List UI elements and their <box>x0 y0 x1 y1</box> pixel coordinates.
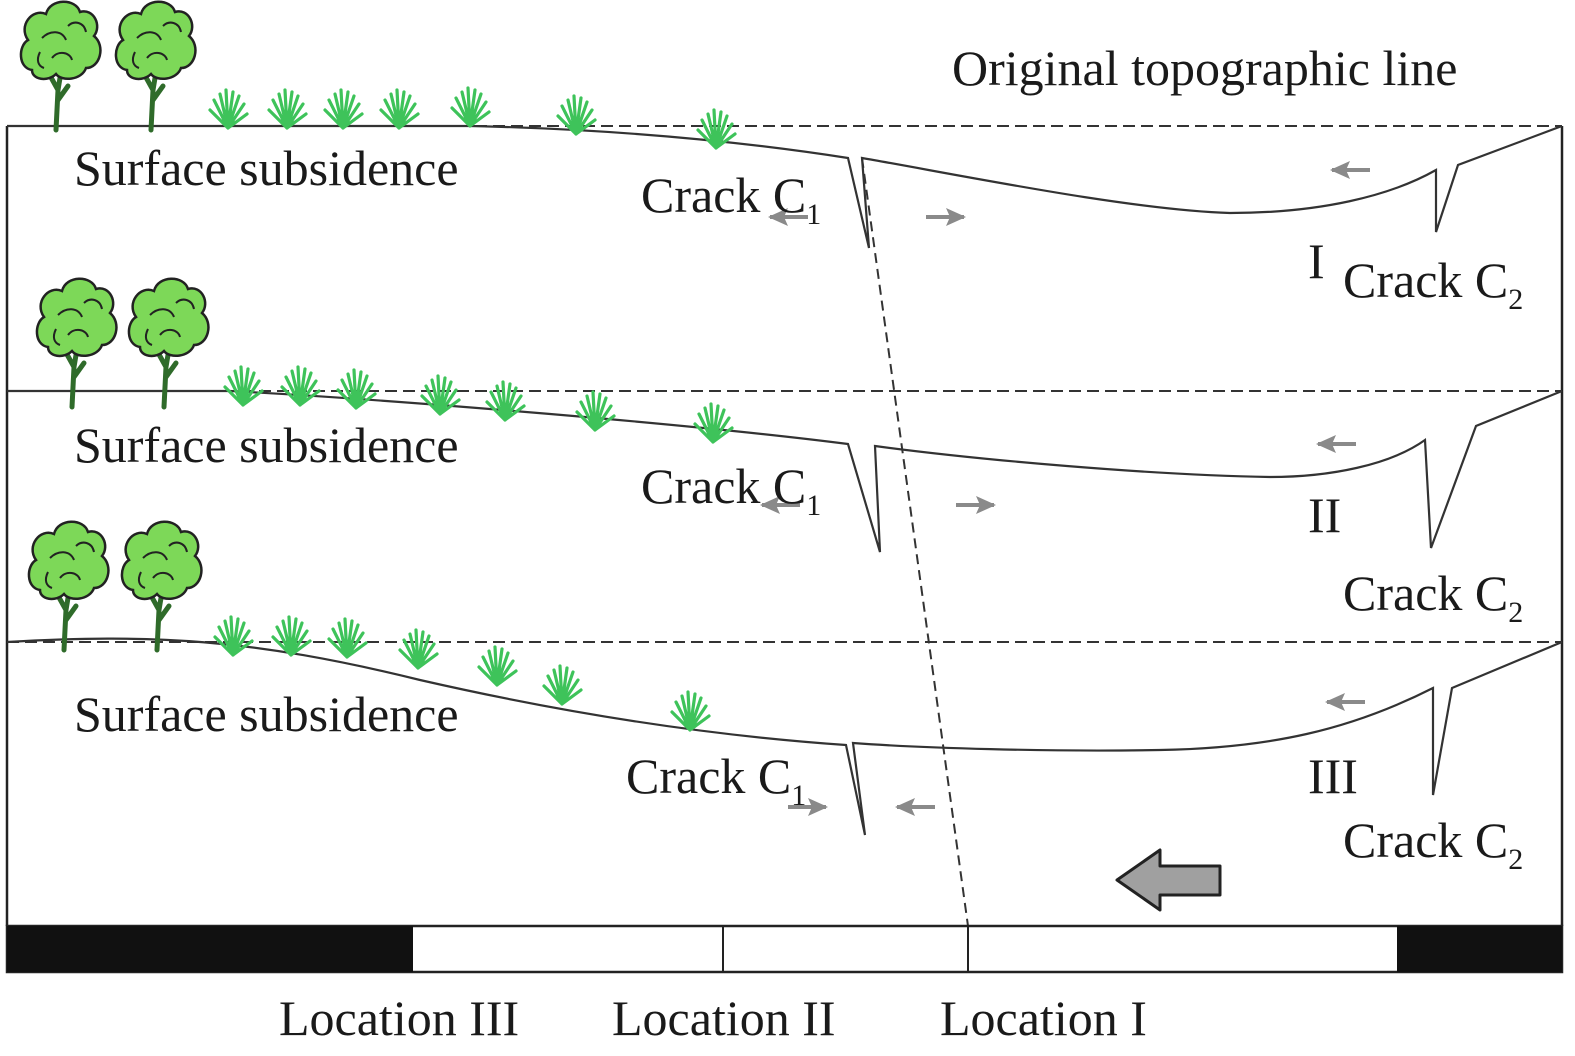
profile-stage-II <box>7 389 1563 553</box>
crack-c2-label-II: Crack C2 <box>1343 565 1524 629</box>
strain-arrows <box>758 159 1372 818</box>
profile-stage-I <box>7 124 1563 249</box>
stage-numeral-III: III <box>1308 748 1358 804</box>
crack-c1-label-II: Crack C1 <box>641 458 822 522</box>
crack-c1-label-I: Crack C1 <box>641 167 822 231</box>
stage-numeral-I: I <box>1308 233 1325 289</box>
surface-subsidence-label-III: Surface subsidence <box>74 686 459 742</box>
section-frame <box>5 126 1564 926</box>
mining-direction-arrow-icon <box>1115 848 1222 912</box>
profile-stage-III <box>6 637 1563 836</box>
surface-subsidence-label-I: Surface subsidence <box>74 140 459 196</box>
original-topographic-line-label: Original topographic line <box>952 40 1458 96</box>
subsidence-profiles <box>6 124 1563 836</box>
location-II-label: Location II <box>612 990 836 1046</box>
stage-numeral-II: II <box>1308 487 1342 543</box>
crack-c2-label-I: Crack C2 <box>1343 252 1524 316</box>
coal-seam-bar <box>5 924 1564 974</box>
tree-icons <box>21 2 208 650</box>
location-III-label: Location III <box>279 990 520 1046</box>
location-I-label: Location I <box>940 990 1147 1046</box>
surface-subsidence-label-II: Surface subsidence <box>74 417 459 473</box>
advance-path-dashed <box>861 157 969 927</box>
crack-c1-label-III: Crack C1 <box>626 748 807 812</box>
crack-c2-label-III: Crack C2 <box>1343 812 1524 876</box>
